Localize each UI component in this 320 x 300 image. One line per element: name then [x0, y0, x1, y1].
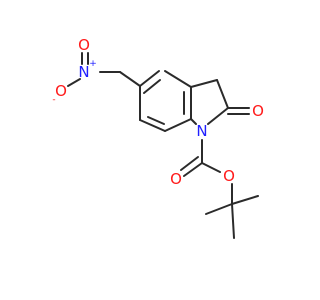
- nitro-oxygen-lower-charge: -: [52, 95, 55, 105]
- structure-canvas: N + O O - N O O O: [52, 36, 264, 239]
- molecule-diagram: N + O O - N O O O: [52, 36, 264, 239]
- nitro-nitrogen-charge: +: [89, 59, 97, 69]
- bond-nitro-o-lower: [67, 78, 81, 87]
- carbamate-carbonyl-oxygen-label: O: [170, 170, 182, 188]
- bond-c3a-c4: [164, 70, 192, 88]
- nitro-oxygen-upper-label: O: [78, 36, 90, 54]
- bond-c4-c3a: [139, 70, 160, 87]
- nitro-nitrogen-label: N: [78, 63, 89, 81]
- bond-tbu-me3: [205, 203, 233, 215]
- bond-carbonyl-o-single: [201, 162, 221, 173]
- atom-labels: N + O O - N O O O: [52, 36, 264, 188]
- bond-tbu-me1: [231, 195, 259, 205]
- lactam-oxygen-label: O: [252, 102, 264, 120]
- bond-c3a-c3: [190, 79, 218, 88]
- bond-carbonyl-o-a: [183, 162, 203, 177]
- bond-n1-c7a: [190, 118, 197, 125]
- nitro-oxygen-lower-label: O: [55, 82, 67, 100]
- bond-c4-c3a-inner: [143, 79, 161, 94]
- bond-carbonyl-o-b: [180, 156, 199, 171]
- carbamate-ester-oxygen-label: O: [223, 167, 235, 185]
- ring-nitrogen-label: N: [196, 122, 207, 140]
- bond-tbu-me2: [231, 203, 235, 239]
- bond-c6-c7: [139, 119, 166, 132]
- bond-c7-c7a: [164, 118, 192, 132]
- bond-c2-n1: [207, 107, 229, 125]
- bond-c4-c5: [119, 71, 141, 87]
- bonds: [67, 52, 259, 239]
- bond-c6-c7-inner: [147, 116, 165, 125]
- bond-c3-c2: [216, 79, 229, 109]
